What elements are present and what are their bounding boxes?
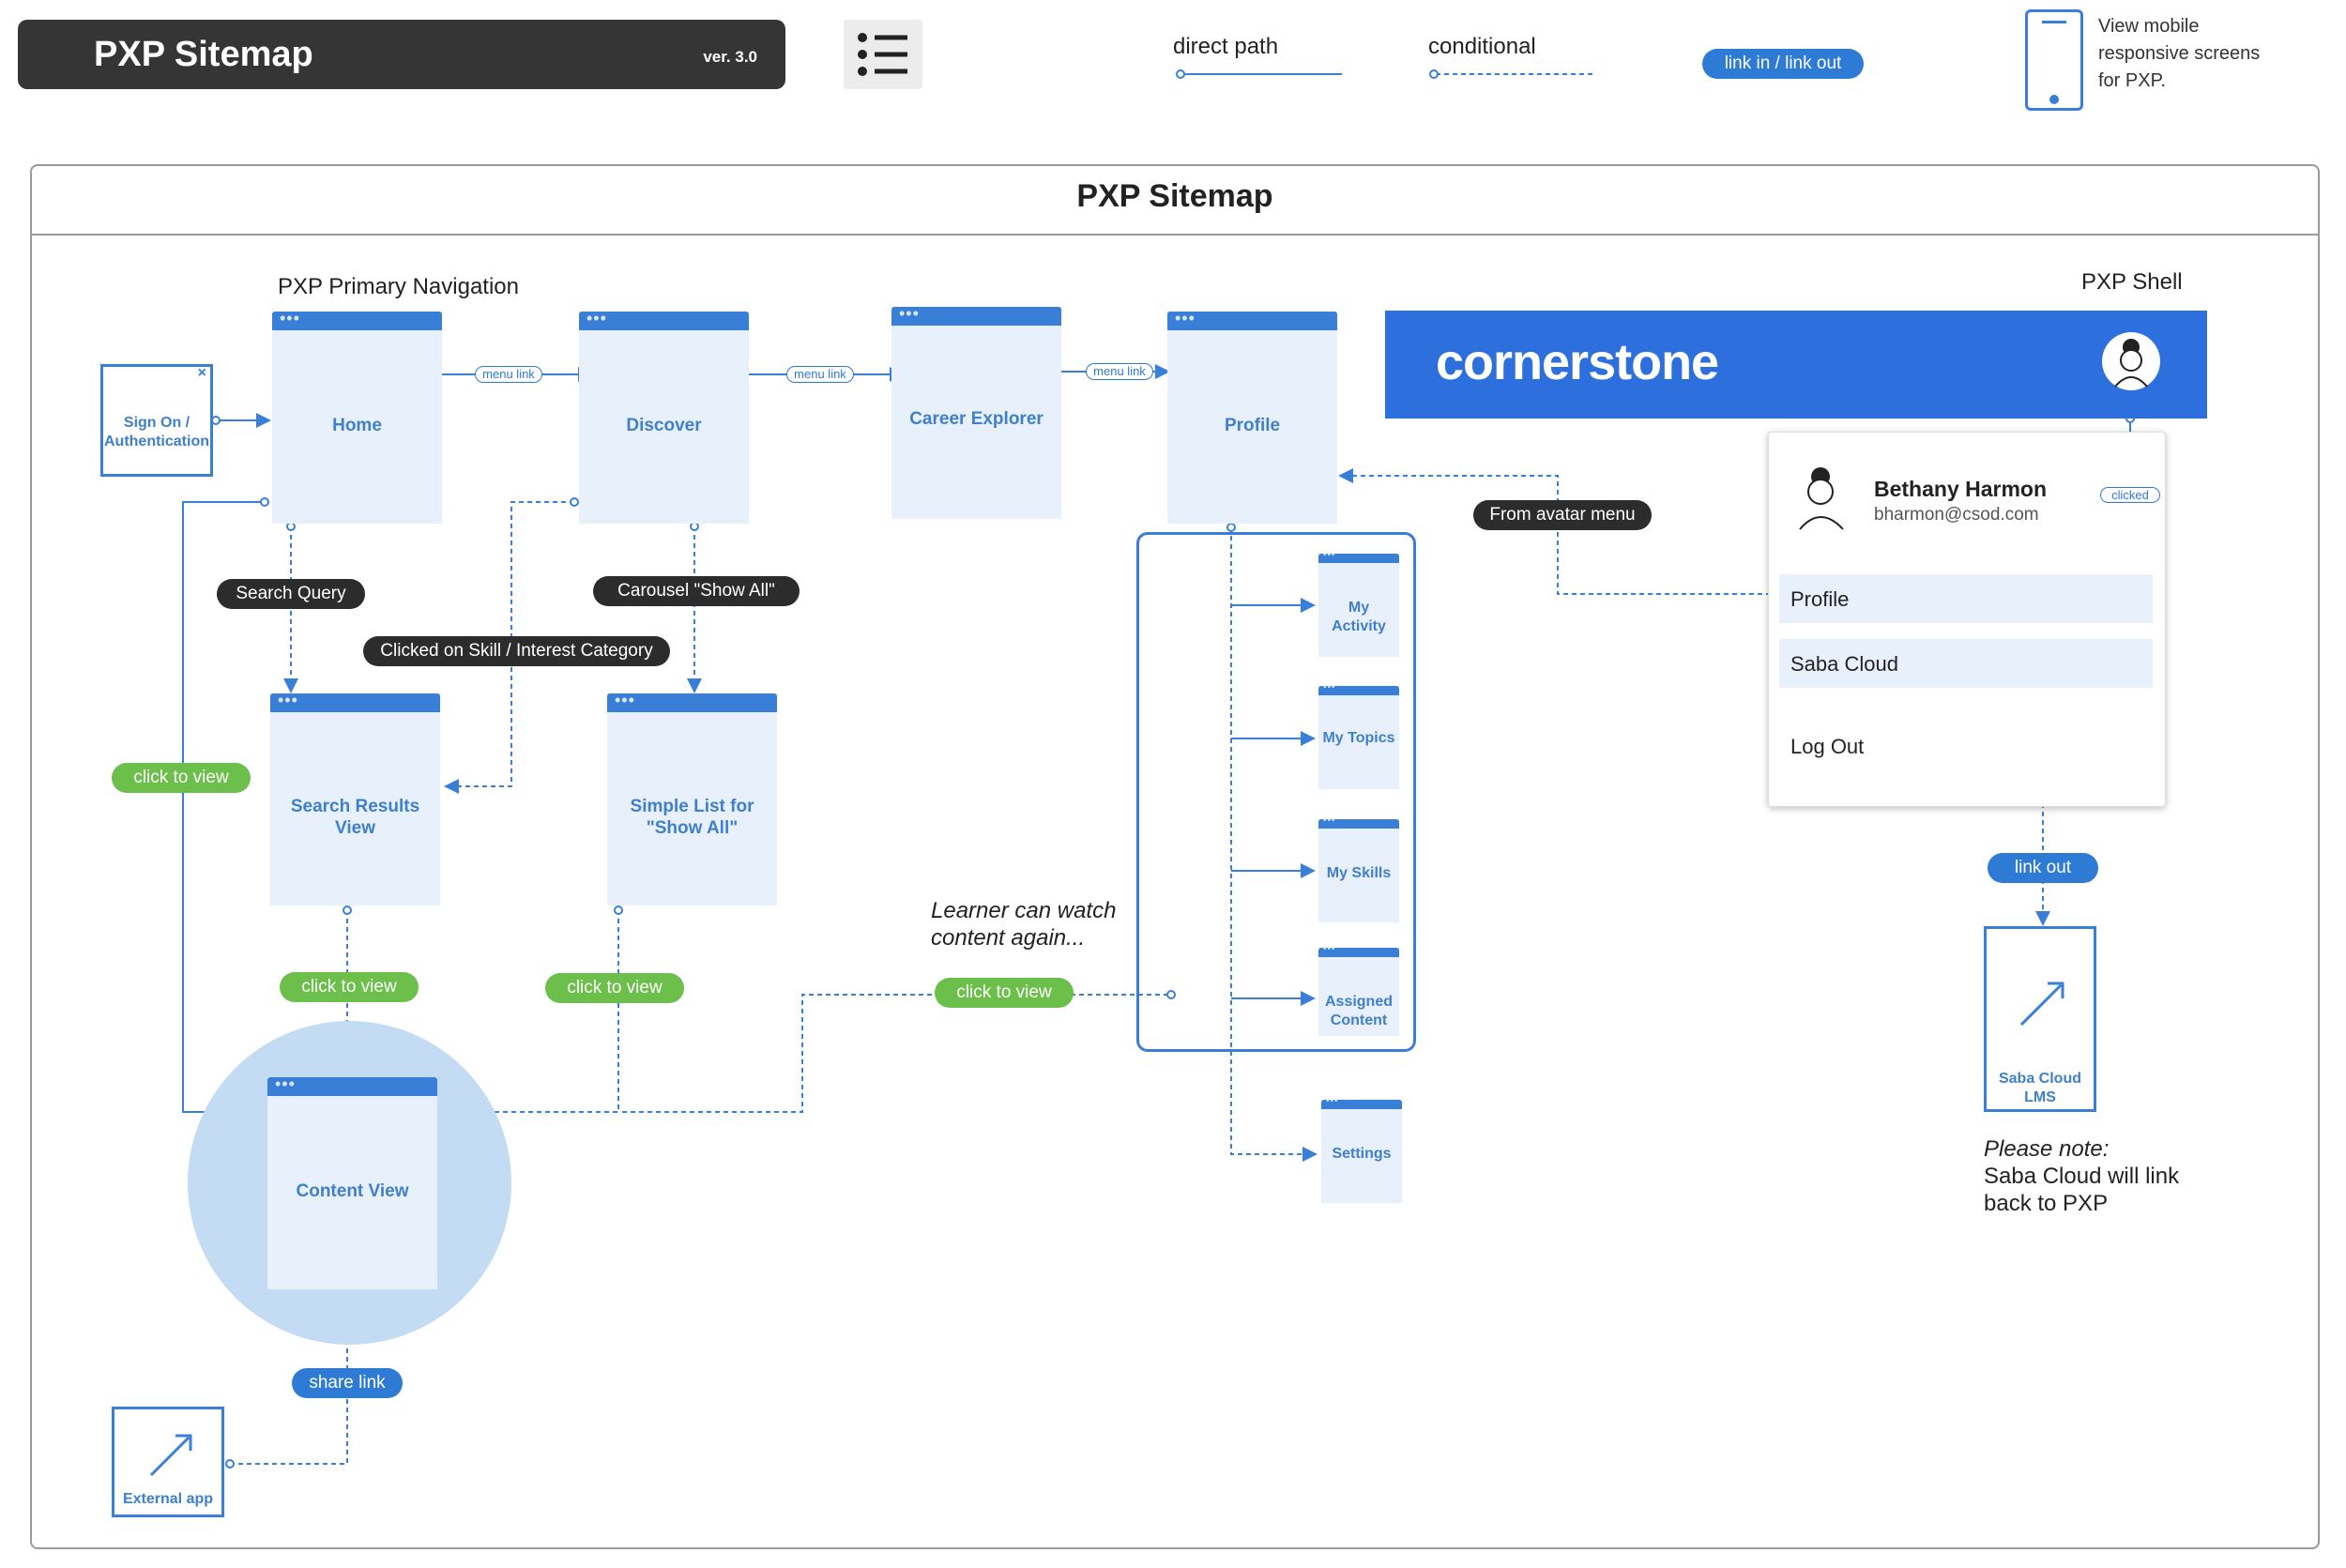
person-icon (1792, 464, 1852, 531)
menu-item-saba-cloud-label: Saba Cloud (1790, 652, 1898, 677)
my-topics-page[interactable]: My Topics (1318, 686, 1399, 789)
version-label: ver. 3.0 (703, 48, 757, 67)
settings-page[interactable]: Settings (1321, 1100, 1402, 1203)
user-avatar (1792, 464, 1852, 531)
profile-page[interactable]: Profile (1167, 312, 1337, 524)
search-query-label: Search Query (217, 579, 365, 609)
menu-item-log-out[interactable]: Log Out (1790, 735, 1864, 759)
legend-direct-path: direct path (1173, 34, 1278, 60)
legend-conditional: conditional (1428, 34, 1536, 60)
user-name: Bethany Harmon (1874, 477, 2047, 502)
click-to-view-label: click to view (935, 978, 1074, 1008)
avatar-icon (2102, 332, 2160, 390)
legend-link-in-out: link in / link out (1702, 49, 1864, 79)
my-skills-page[interactable]: My Skills (1318, 819, 1399, 922)
nav-title: PXP Primary Navigation (278, 274, 519, 300)
title-bar: PXP Sitemap ver. 3.0 (18, 20, 785, 89)
clicked-label: clicked (2100, 487, 2160, 503)
menu-link-label: menu link (786, 366, 854, 383)
external-link-arrow-icon (147, 1430, 196, 1479)
discover-page[interactable]: Discover (579, 312, 749, 524)
cornerstone-logo: cornerstone (1436, 333, 1718, 391)
click-to-view-label: click to view (545, 973, 684, 1003)
click-to-view-label: click to view (280, 972, 419, 1002)
external-link-arrow-icon (2018, 978, 2068, 1028)
carousel-show-all-label: Carousel "Show All" (593, 576, 800, 606)
page-title: PXP Sitemap (94, 35, 313, 75)
content-view-page[interactable]: Content View (267, 1077, 437, 1289)
frame-title: PXP Sitemap (30, 178, 2320, 215)
user-email: bharmon@csod.com (1874, 505, 2039, 525)
list-icon (844, 20, 922, 89)
learner-note: Learner can watch content again... (931, 897, 1116, 951)
shell-title: PXP Shell (2081, 269, 2183, 296)
click-to-view-label: click to view (112, 763, 251, 793)
sign-on-page[interactable]: × Sign On / Authentication (100, 364, 213, 477)
career-explorer-page[interactable]: Career Explorer (891, 307, 1061, 519)
share-link-label: share link (292, 1368, 403, 1398)
close-icon: × (198, 365, 206, 382)
external-app-page[interactable]: External app (112, 1407, 224, 1517)
clicked-skill-label: Clicked on Skill / Interest Category (363, 636, 670, 666)
menu-button[interactable] (844, 20, 922, 89)
avatar-button[interactable] (2102, 332, 2160, 390)
mobile-note: View mobile responsive screens for PXP. (2098, 13, 2260, 95)
saba-note: Please note: Saba Cloud will link back t… (1984, 1135, 2179, 1217)
home-page[interactable]: Home (272, 312, 442, 524)
link-out-label: link out (1988, 853, 2098, 883)
menu-link-label: menu link (1086, 363, 1153, 380)
mobile-icon[interactable] (2025, 9, 2083, 111)
from-avatar-menu-label: From avatar menu (1473, 500, 1652, 530)
menu-item-profile-label: Profile (1790, 587, 1849, 612)
simple-list-page[interactable]: Simple List for"Show All" (607, 693, 777, 906)
menu-link-label: menu link (475, 366, 542, 383)
